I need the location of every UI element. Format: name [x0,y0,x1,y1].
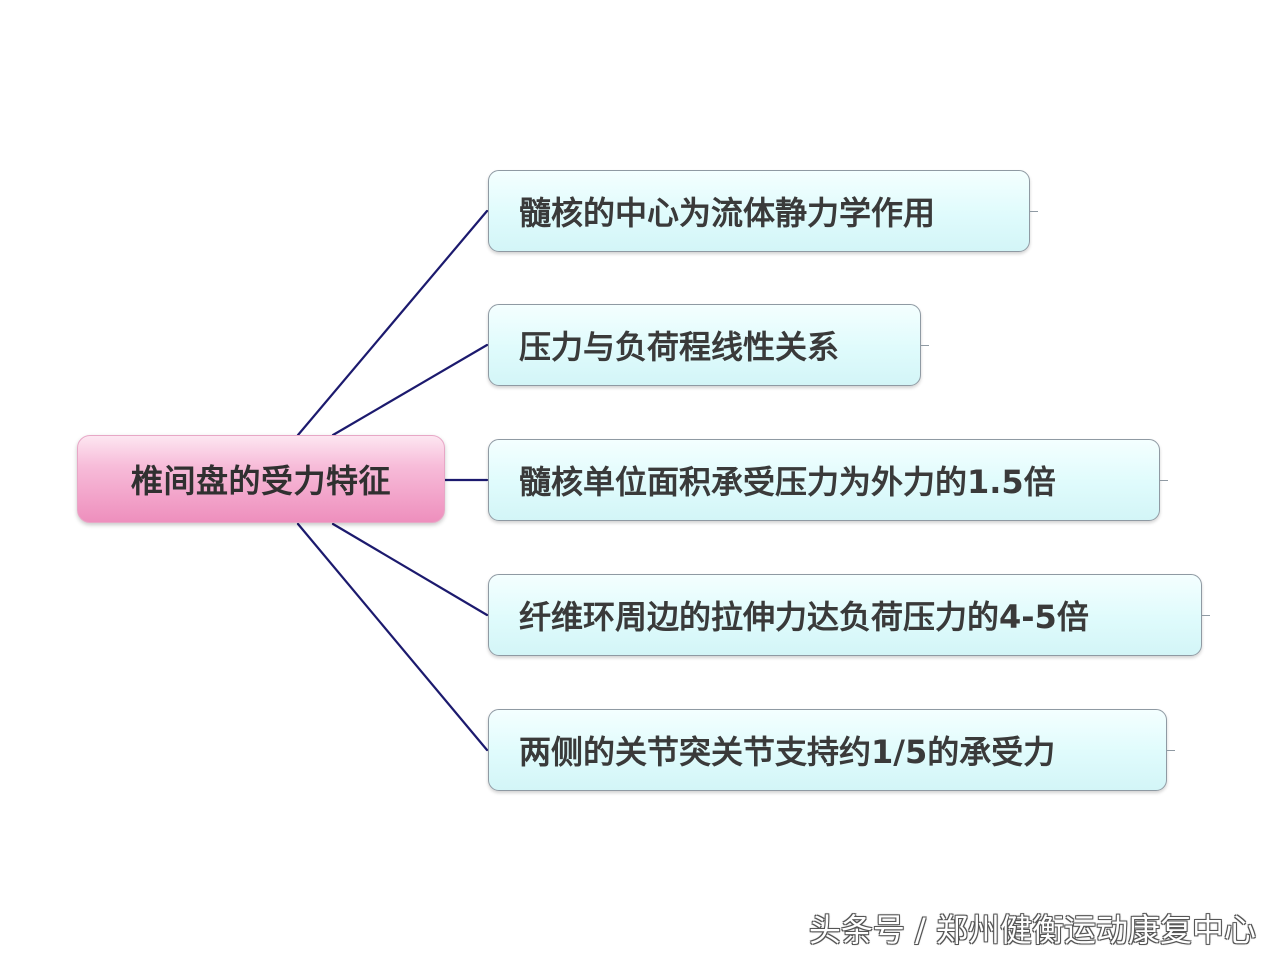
branch-stub-1 [1030,211,1038,212]
branch-node-2: 压力与负荷程线性关系 [488,304,921,386]
branch-stub-4 [1202,615,1210,616]
branch-node-4: 纤维环周边的拉伸力达负荷压力的4-5倍 [488,574,1202,656]
root-node-label: 椎间盘的受力特征 [130,462,391,500]
branch-node-label: 髓核的中心为流体静力学作用 [519,194,936,232]
watermark-text: 头条号 / 郑州健衡运动康复中心 [808,911,1256,949]
branch-node-label: 两侧的关节突关节支持约1/5的承受力 [519,733,1056,771]
branch-stub-2 [921,345,929,346]
connector-line-5 [296,522,489,752]
branch-node-3: 髓核单位面积承受压力为外力的1.5倍 [488,439,1160,521]
connector-line-2 [331,343,489,437]
branch-stub-3 [1160,480,1168,481]
branch-node-label: 纤维环周边的拉伸力达负荷压力的4-5倍 [519,598,1089,636]
root-node: 椎间盘的受力特征 [77,435,445,523]
branch-stub-5 [1167,750,1175,751]
connector-line-4 [331,522,489,617]
branch-node-label: 压力与负荷程线性关系 [519,328,840,366]
branch-node-1: 髓核的中心为流体静力学作用 [488,170,1030,252]
branch-node-5: 两侧的关节突关节支持约1/5的承受力 [488,709,1167,791]
branch-node-label: 髓核单位面积承受压力为外力的1.5倍 [519,463,1056,501]
connector-line-1 [296,209,489,437]
